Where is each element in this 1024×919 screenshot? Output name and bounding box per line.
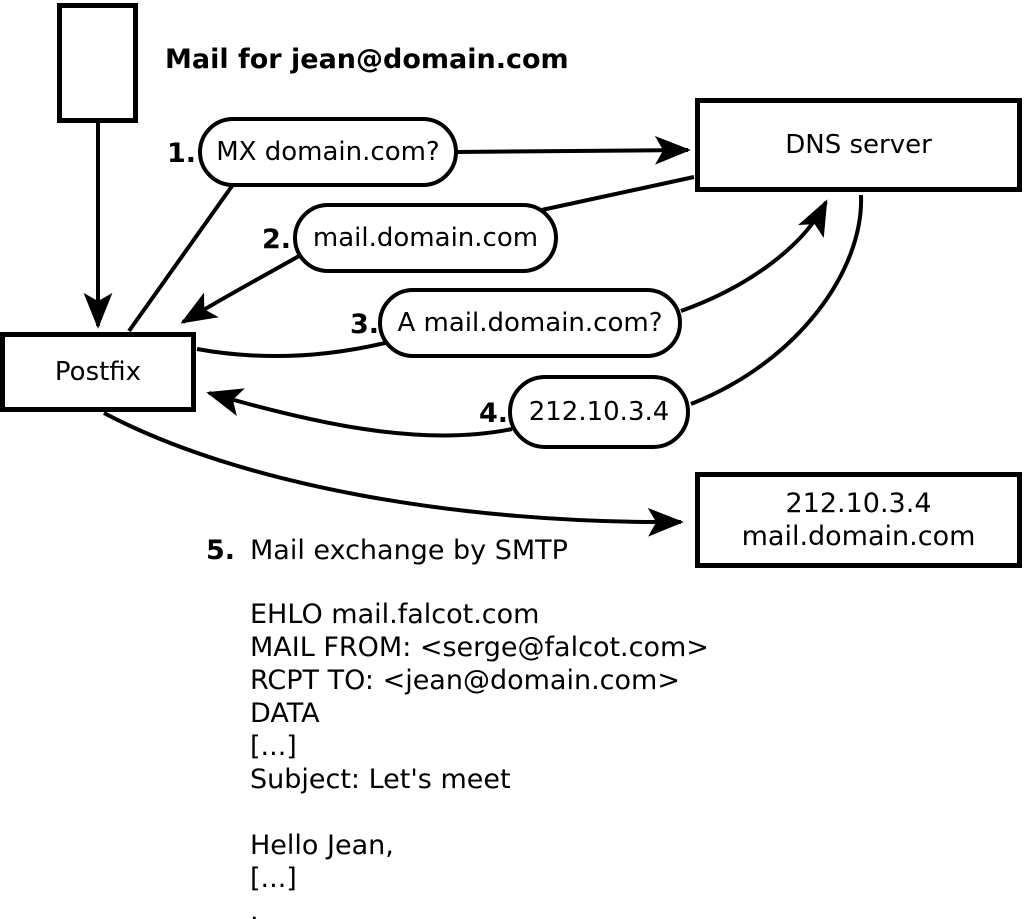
line-postfix-to-query1 [127,184,234,333]
destination-server-node: 212.10.3.4 mail.domain.com [695,472,1022,568]
step-5-label: Mail exchange by SMTP [250,535,568,566]
postfix-label: Postfix [54,356,142,387]
mail-message-icon [57,3,138,123]
step-5-number: 5. [206,535,236,566]
destination-ip: 212.10.3.4 [785,488,932,519]
arrow-response4-to-postfix [206,388,513,438]
arrow-response2-to-postfix [180,254,300,324]
step-4-a-response-pill: 212.10.3.4 [508,375,690,449]
line-dns-to-response4 [690,194,864,406]
arrow-postfix-to-destination [103,411,684,537]
smtp-line: DATA [250,698,320,729]
smtp-line: [...] [250,863,297,894]
smtp-line: [...] [250,731,297,762]
smtp-line: Subject: Let's meet [250,764,511,795]
diagram-title: Mail for jean@domain.com [165,44,569,75]
smtp-line [250,796,709,829]
line-postfix-to-query3 [196,340,390,359]
step-4-number: 4. [479,398,509,429]
step-2-mx-response-pill: mail.domain.com [293,203,558,273]
smtp-line: Hello Jean, [250,830,394,861]
step-2-number: 2. [262,224,292,255]
dns-server-node: DNS server [695,98,1022,192]
smtp-line: EHLO mail.falcot.com [250,599,540,630]
step-1-number: 1. [167,138,197,169]
smtp-session-transcript: EHLO mail.falcot.com MAIL FROM: <serge@f… [250,598,709,919]
arrow-query3-to-dns [680,199,828,313]
postfix-node: Postfix [0,332,196,412]
arrow-query1-to-dns [455,135,691,165]
smtp-line: RCPT TO: <jean@domain.com> [250,665,680,696]
dns-server-label: DNS server [785,129,932,160]
destination-hostname: mail.domain.com [741,521,976,552]
line-dns-to-response2 [536,175,695,213]
step-3-number: 3. [350,309,380,340]
step-1-mx-query-pill: MX domain.com? [198,117,458,187]
smtp-line: . [250,896,259,919]
smtp-line: MAIL FROM: <serge@falcot.com> [250,632,709,663]
step-3-a-query-pill: A mail.domain.com? [378,288,682,358]
